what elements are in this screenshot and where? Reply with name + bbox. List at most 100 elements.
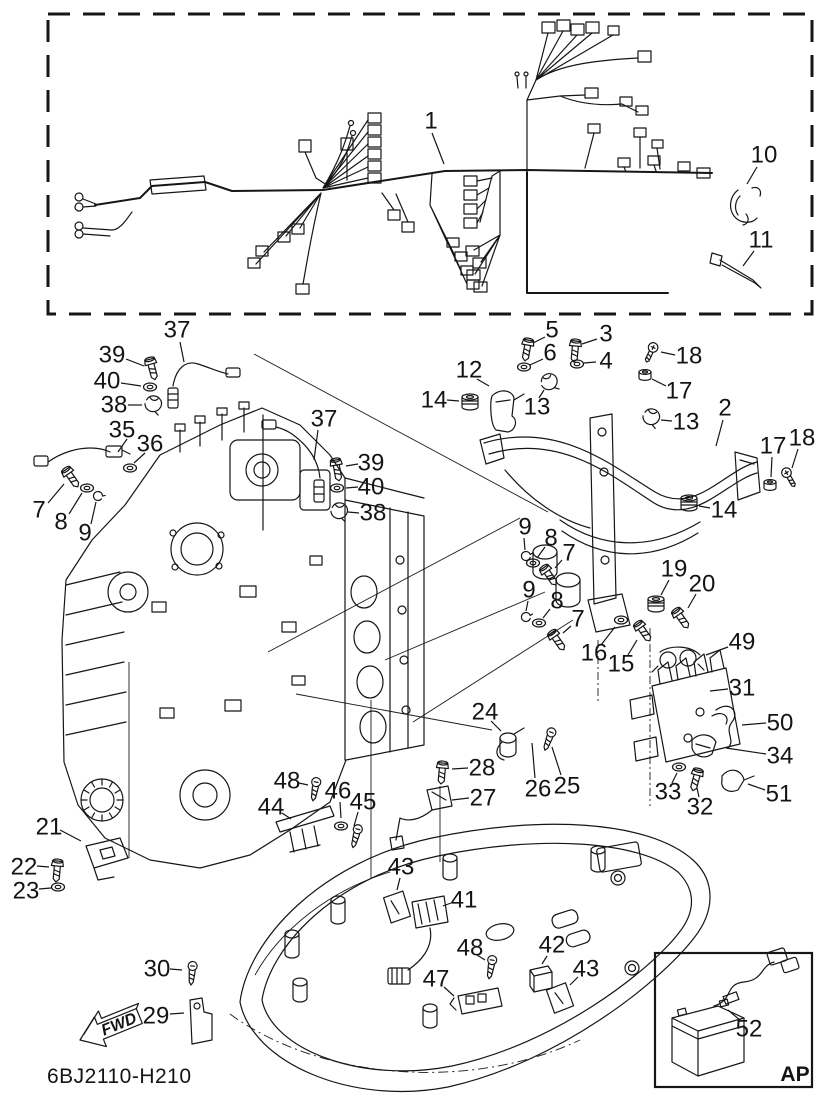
callout-leader-line	[117, 438, 128, 453]
fwd-arrow: FWD	[79, 1002, 143, 1048]
callout-7: 7	[537, 540, 576, 589]
callout-number: 50	[767, 710, 794, 737]
electrical-bracket-part31	[629, 646, 755, 792]
grommet-glyph	[461, 393, 479, 411]
harness-branches	[74, 19, 711, 295]
washer-glyph	[333, 821, 349, 831]
callout-number: 8	[550, 588, 563, 615]
callout-16: 16	[581, 615, 629, 667]
screw-glyph	[483, 954, 499, 981]
callout-leader-line	[36, 865, 50, 868]
callout-leader-line	[705, 646, 729, 656]
nut-glyph	[763, 479, 777, 491]
callout-36: 36	[122, 431, 163, 473]
callout-number: 33	[655, 779, 682, 806]
washer-glyph	[329, 483, 345, 493]
callout-39: 39	[328, 450, 384, 483]
callout-leader-line	[125, 358, 145, 367]
callout-number: 29	[143, 1003, 170, 1030]
callout-7: 7	[32, 463, 84, 524]
callout-number: 49	[729, 629, 756, 656]
callout-leader-line	[442, 902, 452, 907]
callout-number: 18	[676, 343, 703, 370]
callout-35: 35	[109, 417, 135, 453]
callout-23: 23	[13, 878, 66, 905]
callout-leader-line	[347, 511, 360, 514]
callout-28: 28	[434, 755, 495, 786]
callout-number: 30	[144, 956, 171, 983]
callout-number: 32	[687, 794, 714, 821]
long-leader-lines	[128, 353, 651, 878]
callout-leader-line	[660, 579, 670, 596]
callout-7: 7	[545, 606, 585, 654]
callout-number: 1	[424, 108, 437, 135]
bolt-glyph	[686, 766, 706, 793]
callout-number: 51	[766, 781, 793, 808]
callout-leader-line	[791, 448, 799, 469]
callout-5: 5	[518, 317, 559, 363]
small-bracket-parts	[85, 727, 525, 1045]
callout-leader-line	[538, 389, 545, 399]
inset-code-label: AP	[780, 1063, 809, 1086]
callout-41: 41	[442, 887, 478, 914]
callout-leader-line	[581, 338, 598, 345]
callout-46: 46	[325, 778, 351, 831]
callout-leader-line	[353, 811, 359, 827]
callout-number: 9	[518, 514, 531, 541]
callout-31: 31	[709, 675, 756, 702]
callout-number: 31	[729, 675, 756, 702]
bolt-glyph	[328, 456, 346, 483]
callout-19: 19	[647, 556, 687, 613]
callout-8: 8	[54, 483, 95, 536]
washer-glyph	[142, 382, 158, 392]
callout-33: 33	[655, 762, 687, 806]
callout-number: 8	[54, 509, 67, 536]
callout-leader-line	[747, 783, 766, 791]
callout-leader-line	[551, 746, 562, 776]
callout-number: 15	[608, 651, 635, 678]
callout-number: 41	[451, 887, 478, 914]
callout-8: 8	[525, 525, 558, 568]
callout-number: 44	[258, 794, 285, 821]
washer-glyph	[569, 359, 585, 369]
termscrew-glyph	[641, 340, 661, 365]
callout-13: 13	[640, 406, 699, 436]
callout-50: 50	[741, 710, 794, 737]
callout-2: 2	[715, 395, 732, 447]
pan-electrical-parts	[382, 890, 575, 1015]
callout-number: 4	[599, 348, 612, 375]
callout-45: 45	[347, 789, 377, 850]
clamp-glyph	[640, 406, 662, 430]
callout-17: 17	[760, 433, 786, 491]
callout-number: 11	[749, 227, 774, 254]
callout-number: 7	[562, 540, 575, 567]
bolt-glyph	[49, 857, 65, 884]
bottom-cowling-art	[229, 823, 711, 1093]
callout-29: 29	[143, 1003, 185, 1030]
screw-glyph	[347, 823, 364, 850]
callout-number: 17	[666, 378, 693, 405]
washer-glyph	[516, 362, 532, 372]
callout-number: 3	[599, 321, 612, 348]
harness-inset-box	[46, 12, 814, 316]
callout-number: 26	[525, 776, 552, 803]
bolt-glyph	[518, 336, 536, 363]
callout-51: 51	[747, 781, 793, 808]
callout-48: 48	[457, 935, 499, 981]
callout-leader-line	[687, 593, 697, 609]
callout-number: 45	[350, 789, 377, 816]
callout-8: 8	[531, 588, 564, 628]
callout-leader-line	[660, 351, 676, 356]
callout-24: 24	[472, 699, 502, 732]
callout-number: 9	[78, 520, 91, 547]
callout-number: 37	[311, 406, 338, 433]
washer-glyph	[671, 762, 687, 772]
engine-block-art	[61, 401, 425, 869]
drawing-number: 6BJ2110-H210	[47, 1065, 192, 1088]
callout-leader-line	[476, 378, 490, 387]
callout-leader-line	[59, 829, 82, 842]
callout-17: 17	[638, 369, 693, 405]
callout-leader-line	[529, 358, 544, 366]
callout-38: 38	[101, 392, 164, 419]
nut-glyph	[638, 369, 652, 381]
